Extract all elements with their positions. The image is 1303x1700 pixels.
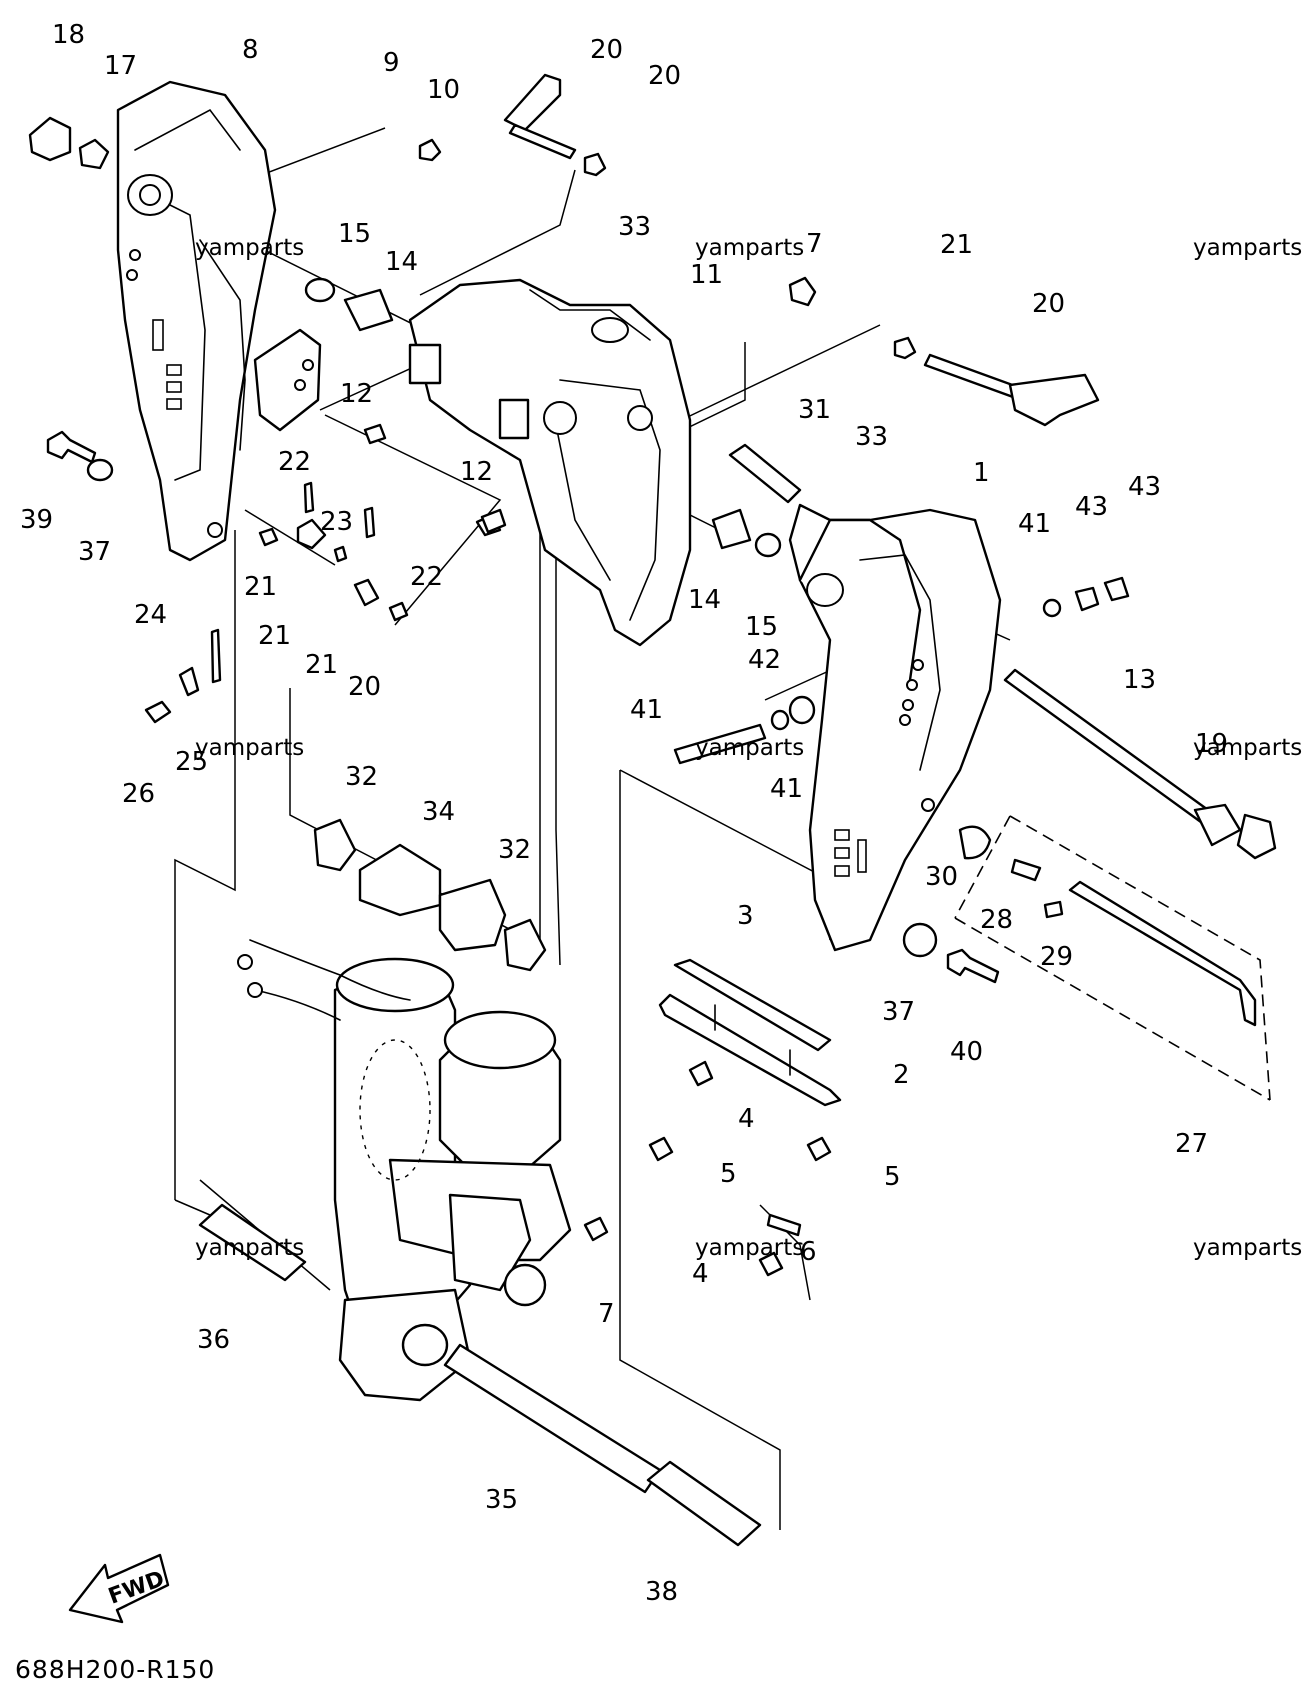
callout-33-right: 33 bbox=[855, 422, 888, 452]
tilt-lock-pin bbox=[503, 73, 577, 160]
callout-25: 25 bbox=[175, 747, 208, 777]
callout-13: 13 bbox=[1123, 665, 1156, 695]
watermark: yamparts bbox=[195, 1235, 304, 1261]
callout-7-bottom: 7 bbox=[598, 1299, 615, 1329]
callout-32-right: 32 bbox=[498, 835, 531, 865]
callout-29: 29 bbox=[1040, 942, 1073, 972]
small-hardware bbox=[28, 116, 1277, 1277]
callout-4-bottom: 4 bbox=[692, 1259, 709, 1289]
callout-28: 28 bbox=[980, 905, 1013, 935]
chock-plates bbox=[658, 958, 842, 1107]
trim-sensor-parts bbox=[958, 825, 1257, 1027]
callout-26: 26 bbox=[122, 779, 155, 809]
watermark: yamparts bbox=[195, 735, 304, 761]
lower-shaft-and-collars bbox=[198, 1203, 762, 1547]
callout-23: 23 bbox=[320, 507, 353, 537]
callout-21-left: 21 bbox=[258, 621, 291, 651]
callout-40: 41 bbox=[630, 695, 663, 725]
tilt-lock-rod bbox=[923, 353, 1100, 427]
callout-2: 2 bbox=[893, 1060, 910, 1090]
callout-22-top: 22 bbox=[278, 447, 311, 477]
clamp-bracket-starboard bbox=[788, 503, 1002, 952]
callout-14-top: 14 bbox=[385, 247, 418, 277]
callout-14-mid: 14 bbox=[688, 585, 721, 615]
callout-39-right: 40 bbox=[950, 1037, 983, 1067]
callout-3: 3 bbox=[737, 901, 754, 931]
callout-11: 11 bbox=[690, 260, 723, 290]
cylinder-bushings bbox=[313, 818, 547, 972]
callout-20-bottom: 20 bbox=[348, 672, 381, 702]
callout-16: 17 bbox=[104, 51, 137, 81]
callout-8: 8 bbox=[242, 35, 259, 65]
callout-20-left: 21 bbox=[244, 572, 277, 602]
watermark: yamparts bbox=[195, 235, 304, 261]
callout-21-right: 21 bbox=[305, 650, 338, 680]
clamp-bracket-port bbox=[116, 80, 322, 562]
watermark: yamparts bbox=[695, 1235, 804, 1261]
callout-4-top: 4 bbox=[738, 1104, 755, 1134]
callout-43-b: 43 bbox=[1128, 472, 1161, 502]
callout-38: 38 bbox=[645, 1577, 678, 1607]
power-trim-tilt-unit bbox=[237, 939, 572, 1402]
callout-10: 10 bbox=[427, 75, 460, 105]
fwd-arrow-icon: FWD bbox=[68, 1553, 170, 1624]
callout-15-mid: 15 bbox=[745, 612, 778, 642]
callout-15-top: 15 bbox=[338, 219, 371, 249]
pivot-shaft bbox=[728, 443, 802, 504]
callout-6: 6 bbox=[800, 1237, 817, 1267]
callout-30: 30 bbox=[925, 862, 958, 892]
callout-34: 34 bbox=[422, 797, 455, 827]
callout-37-right: 37 bbox=[882, 997, 915, 1027]
callout-41-mid: 41 bbox=[770, 774, 803, 804]
callout-41-top: 41 bbox=[1018, 509, 1051, 539]
callout-31: 31 bbox=[798, 395, 831, 425]
callout-24: 24 bbox=[134, 600, 167, 630]
callout-42: 42 bbox=[748, 645, 781, 675]
watermark: yamparts bbox=[1193, 735, 1302, 761]
watermark: yamparts bbox=[695, 235, 804, 261]
callout-32-left: 32 bbox=[345, 762, 378, 792]
callout-33-top: 33 bbox=[618, 212, 651, 242]
watermark: yamparts bbox=[695, 735, 804, 761]
callout-20-right: 21 bbox=[940, 230, 973, 260]
through-tube bbox=[1003, 668, 1242, 847]
callout-1: 1 bbox=[973, 458, 990, 488]
callout-27: 27 bbox=[1175, 1129, 1208, 1159]
callout-17: 18 bbox=[52, 20, 85, 50]
callout-22-right: 22 bbox=[410, 562, 443, 592]
callout-20-top: 20 bbox=[648, 61, 681, 91]
callout-39-left: 39 bbox=[20, 505, 53, 535]
callout-19: 20 bbox=[590, 35, 623, 65]
callout-9: 9 bbox=[383, 48, 400, 78]
callout-12-left: 12 bbox=[340, 379, 373, 409]
callout-5-left: 5 bbox=[720, 1159, 737, 1189]
trim-sensor-dashed-outline bbox=[954, 815, 1271, 1101]
callout-5-right: 5 bbox=[884, 1162, 901, 1192]
callout-36: 36 bbox=[197, 1325, 230, 1355]
callout-17-right: 19 bbox=[1195, 729, 1228, 759]
diagram-code: 688H200-R150 bbox=[15, 1655, 215, 1684]
callout-18: 20 bbox=[1032, 289, 1065, 319]
watermark: yamparts bbox=[1193, 235, 1302, 261]
watermark: yamparts bbox=[1193, 1235, 1302, 1261]
callout-37-left: 37 bbox=[78, 537, 111, 567]
swivel-bracket bbox=[408, 278, 692, 647]
callout-12-mid: 12 bbox=[460, 457, 493, 487]
part-callouts: 18 17 8 9 10 20 20 33 7 11 21 20 15 14 1… bbox=[20, 20, 1228, 1607]
watermarks: yamparts yamparts yamparts yamparts yamp… bbox=[195, 235, 1302, 1261]
callout-35: 35 bbox=[485, 1485, 518, 1515]
callout-43-a: 43 bbox=[1075, 492, 1108, 522]
callout-7-top: 7 bbox=[806, 229, 823, 259]
